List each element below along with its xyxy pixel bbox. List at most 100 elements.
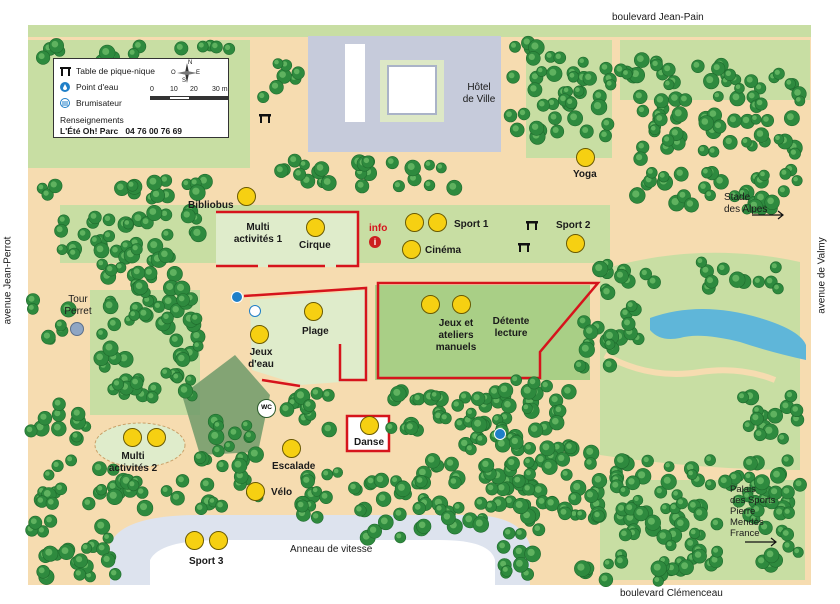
football-icon[interactable] — [566, 234, 585, 253]
picnic-table-icon — [60, 67, 71, 76]
yoga-icon[interactable] — [576, 148, 595, 167]
tree-highlight — [716, 177, 723, 184]
legend-item-picnic: Table de pique-nique — [60, 65, 155, 77]
book-icon[interactable] — [237, 187, 256, 206]
scale-tick-30: 30 m — [212, 86, 228, 93]
tree-highlight — [765, 426, 773, 434]
tree-highlight — [124, 220, 130, 225]
label-sport-2: Sport 2 — [556, 220, 591, 231]
legend-label-picnic: Table de pique-nique — [76, 66, 155, 76]
clapperboard-icon[interactable] — [402, 240, 421, 259]
tree-highlight — [172, 493, 180, 500]
tree-highlight — [534, 525, 541, 531]
tree-highlight — [97, 521, 105, 529]
tree-highlight — [744, 422, 750, 428]
tree-highlight — [150, 241, 158, 249]
football-icon[interactable] — [147, 428, 166, 447]
tree-highlight — [276, 166, 283, 173]
umbrella-icon[interactable] — [304, 302, 323, 321]
sport-martial-arts-icon[interactable] — [405, 213, 424, 232]
tree-highlight — [502, 566, 508, 572]
toilets-icon[interactable]: WC — [257, 399, 276, 418]
tree-highlight — [523, 404, 529, 410]
tree-highlight — [150, 384, 157, 391]
tree-highlight — [161, 250, 168, 258]
tree-highlight — [744, 492, 749, 498]
dance-icon[interactable] — [360, 416, 379, 435]
info-icon[interactable]: i — [369, 236, 381, 248]
tree-highlight — [312, 487, 318, 493]
tree-highlight — [754, 277, 760, 283]
tree-highlight — [686, 464, 694, 471]
tree-highlight — [505, 529, 511, 535]
tree-highlight — [324, 424, 332, 432]
tree-highlight — [530, 425, 538, 432]
tree-highlight — [758, 557, 765, 564]
label-hotel-de-ville: Hôtel de Ville — [462, 82, 496, 105]
tree-highlight — [467, 409, 473, 415]
tree-highlight — [148, 393, 154, 399]
tree-highlight — [464, 416, 471, 423]
tree-highlight — [98, 260, 104, 266]
tree-highlight — [618, 504, 624, 511]
rollerskate-icon[interactable] — [185, 531, 204, 550]
tree-highlight — [564, 387, 571, 394]
tree-highlight — [128, 181, 134, 187]
tree-highlight — [436, 505, 442, 511]
tree-highlight — [508, 72, 515, 79]
tree-highlight — [712, 519, 719, 526]
tree-highlight — [38, 527, 45, 533]
tree-highlight — [748, 92, 755, 99]
tree-highlight — [720, 477, 727, 484]
tree-highlight — [745, 458, 753, 465]
tree-highlight — [620, 487, 626, 493]
fountain-icon[interactable] — [250, 325, 269, 344]
label-escalade: Escalade — [272, 461, 316, 472]
sport-martial-arts-icon[interactable] — [123, 428, 142, 447]
lawn-top-strip — [28, 25, 811, 37]
tree-highlight — [616, 271, 624, 278]
tree-highlight — [570, 494, 577, 500]
tree-highlight — [681, 562, 688, 570]
tree-highlight — [635, 92, 642, 99]
tree-highlight — [186, 376, 192, 381]
tree-highlight — [79, 230, 86, 236]
tree-highlight — [38, 567, 45, 574]
tree-highlight — [154, 302, 160, 308]
tree-highlight — [487, 484, 494, 491]
tree-highlight — [200, 176, 207, 184]
tree-highlight — [515, 547, 522, 554]
tree-highlight — [756, 99, 763, 106]
tree-highlight — [576, 361, 582, 367]
tree-highlight — [474, 419, 482, 427]
tree-highlight — [638, 471, 646, 479]
chess-pawn-icon[interactable] — [421, 295, 440, 314]
scale-tick-20: 20 — [190, 86, 198, 93]
tree-highlight — [531, 42, 539, 50]
tree-highlight — [211, 431, 219, 439]
tree-highlight — [579, 58, 584, 63]
climbing-icon[interactable] — [282, 439, 301, 458]
tree-highlight — [542, 381, 548, 388]
tree-highlight — [162, 487, 168, 492]
tree-highlight — [594, 475, 602, 483]
tree-highlight — [601, 64, 608, 70]
tree-highlight — [46, 516, 52, 523]
tree-highlight — [796, 97, 801, 102]
crafts-icon[interactable] — [452, 295, 471, 314]
tree-highlight — [97, 485, 103, 491]
tree-highlight — [61, 547, 69, 554]
tree-highlight — [552, 417, 559, 425]
tree-highlight — [686, 200, 694, 207]
tree-highlight — [793, 176, 798, 182]
tree-highlight — [638, 142, 644, 149]
bicycle-icon[interactable] — [246, 482, 265, 501]
bicycle-icon[interactable] — [209, 531, 228, 550]
circus-tent-icon[interactable] — [306, 218, 325, 237]
tree-highlight — [782, 530, 789, 536]
tree-highlight — [529, 378, 536, 385]
tree-highlight — [787, 113, 794, 121]
football-icon[interactable] — [428, 213, 447, 232]
tree-highlight — [113, 380, 120, 386]
tree-highlight — [431, 392, 437, 397]
